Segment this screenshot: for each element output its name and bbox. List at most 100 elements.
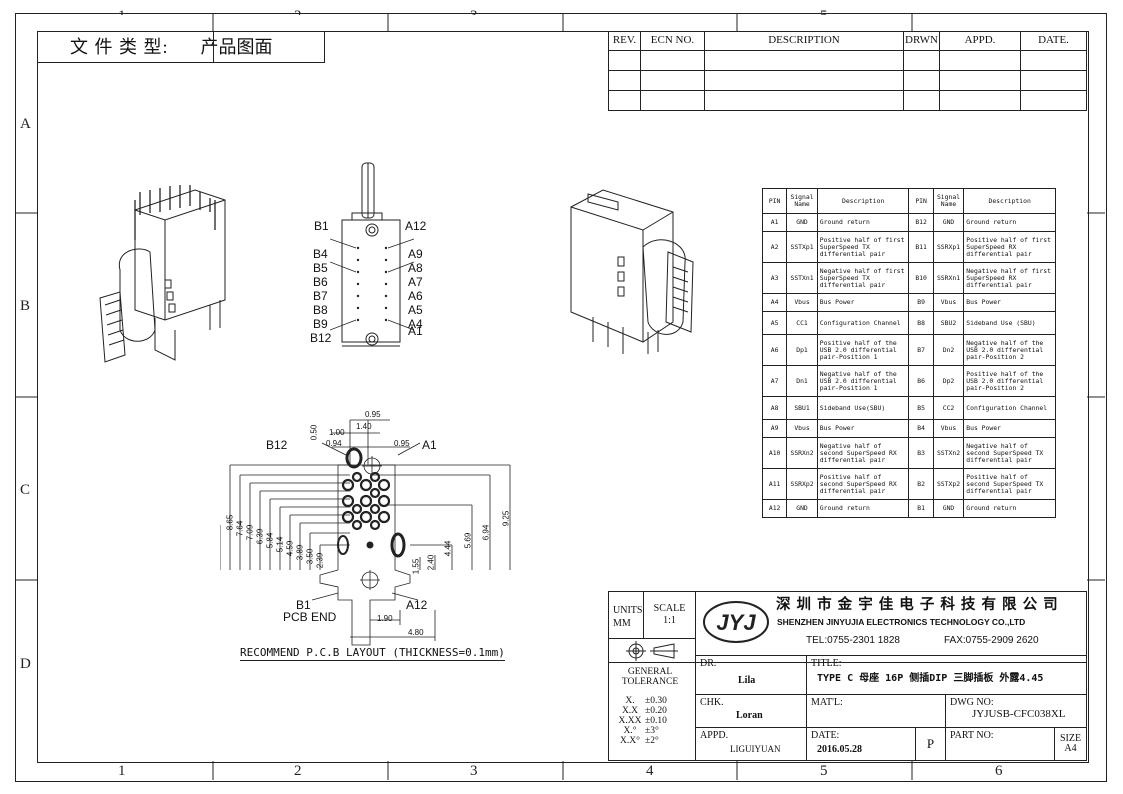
pin-table-cell-desc-b: Sideband Use (SBU) (963, 311, 1056, 335)
pin-table-cell-pin-a: A7 (761, 365, 788, 397)
pin-label-a8: A8 (408, 261, 423, 275)
part-no-label: PART NO: (950, 730, 994, 741)
pin-table-cell-signal-a: SSRXp2 (786, 468, 818, 500)
size-box: SIZE A4 (1054, 727, 1087, 761)
pin-label-a7: A7 (408, 275, 423, 289)
pin-label-b4: B4 (313, 247, 328, 261)
scale-label: SCALE (653, 602, 686, 614)
pin-table-header: PIN Signal Name Description PIN Signal N… (761, 188, 1056, 214)
tolerance-format: X. (625, 695, 635, 706)
tolerance-value: ±0.10 (645, 715, 667, 726)
size-label: SIZE (1059, 732, 1082, 744)
part-no-box: PART NO: (945, 727, 1055, 761)
pcb-layout-caption: RECOMMEND P.C.B LAYOUT (THICKNESS=0.1mm) (240, 646, 505, 661)
pin-label-b6: B6 (313, 275, 328, 289)
pcb-dim-left-7: 3.89 (295, 544, 305, 561)
pin-table-cell-desc-a: Ground return (816, 499, 910, 518)
pin-table-cell-pin-b: B8 (908, 311, 934, 335)
general-tolerance-label: GENERAL TOLERANCE (621, 667, 679, 687)
pin-table-cell-desc-a: Bus Power (816, 293, 910, 312)
pin-table-cell-signal-b: CC2 (932, 396, 965, 420)
scale-value: 1:1 (663, 615, 676, 626)
pin-table-cell-signal-b: SSRXp1 (932, 231, 965, 263)
pin-table-cell-signal-a: Dp1 (786, 334, 818, 366)
scale-box: SCALE 1:1 (643, 591, 696, 639)
pin-table-cell-desc-a: Positive half of the USB 2.0 differentia… (816, 334, 910, 366)
projection-symbol-box (608, 638, 696, 663)
pin-table-cell-signal-a: SSTXp1 (786, 231, 818, 263)
zone-col-3: 3 (470, 763, 478, 779)
pcb-dim-left-1: 7.64 (235, 520, 245, 537)
pcb-label-pcb-end: PCB END (283, 610, 337, 624)
pin-table-cell-pin-b: B12 (908, 213, 934, 232)
company-tel: TEL:0755-2301 1828 (806, 635, 900, 646)
pin-label-a1: A1 (408, 324, 423, 338)
zone-col-top-3: 3 (470, 8, 478, 15)
pin-table-cell-desc-b: Negative half of second SuperSpeed TX di… (963, 437, 1056, 469)
dwg-no-label: DWG NO: (950, 697, 994, 708)
pin-table-cell-signal-b: GND (932, 213, 965, 232)
drawn-by-value: Lila (738, 674, 756, 686)
title-label: TITLE: (811, 658, 842, 669)
zone-col-top-1: 1 (118, 8, 126, 15)
pin-table-cell-desc-a: Sideband Use(SBU) (816, 396, 910, 420)
tolerance-row: X.±0.30 (615, 695, 666, 706)
pin-table-cell-signal-b: Dp2 (932, 365, 965, 397)
pcb-dim-top-0: 0.95 (365, 410, 381, 419)
drawn-by-box: DR. Lila (695, 655, 807, 695)
approved-by-box: APPD. LIGUIYUAN (695, 727, 807, 761)
company-logo-text: JYJ (716, 610, 756, 635)
pin-table-cell-desc-b: Negative half of first SuperSpeed RX dif… (963, 262, 1056, 294)
pcb-dim-right-5: 1.55 (411, 558, 421, 575)
pcb-dim-right-3: 4.44 (443, 540, 453, 557)
pcb-dim-left-5: 5.14 (275, 536, 285, 553)
pin-table-cell-desc-b: Bus Power (963, 419, 1056, 438)
pin-table-cell-signal-b: SBU2 (932, 311, 965, 335)
pin-table-cell-pin-a: A2 (761, 231, 788, 263)
pin-table-cell-desc-b: Positive half of first SuperSpeed RX dif… (963, 231, 1056, 263)
tolerance-value: ±3° (645, 725, 659, 736)
pcb-dim-bottom-0: 1.90 (377, 614, 393, 623)
pin-table-cell-signal-b: Vbus (932, 419, 965, 438)
tolerance-value: ±0.20 (645, 705, 667, 716)
zone-col-1: 1 (118, 763, 126, 779)
tolerance-format: X.X° (620, 735, 640, 746)
zone-row-b: B (20, 298, 31, 314)
units-box: UNITS MM (608, 591, 644, 639)
pin-table-cell-pin-b: B5 (908, 396, 934, 420)
tolerance-row: X.X°±2° (615, 736, 667, 746)
size-value: A4 (1064, 743, 1077, 754)
pin-table-cell-signal-a: SSTXn1 (786, 262, 818, 294)
pin-table-cell-signal-b: SSTXn2 (932, 437, 965, 469)
tolerance-row: X.X±0.20 (615, 706, 667, 716)
pcb-dim-left-9: 2.39 (315, 552, 325, 569)
company-name-cn: 深 圳 市 金 宇 佳 电 子 科 技 有 限 公 司 (776, 597, 1059, 613)
tolerance-format: X.° (623, 725, 637, 736)
company-fax: FAX:0755-2909 2620 (944, 635, 1039, 646)
pin-table-header-desc-b: Description (963, 188, 1056, 214)
zone-col-top-5: 5 (820, 8, 828, 15)
pin-table-cell-pin-b: B6 (908, 365, 934, 397)
pin-table-cell-pin-a: A6 (761, 334, 788, 366)
pin-label-b12: B12 (310, 331, 332, 345)
pin-table-cell-pin-a: A11 (761, 468, 788, 500)
zone-col-2: 2 (294, 763, 302, 779)
drawn-by-label: DR. (700, 658, 717, 669)
pin-label-a9: A9 (408, 247, 423, 261)
pin-table-cell-pin-a: A12 (761, 499, 788, 518)
company-name-en: SHENZHEN JINYUJIA ELECTRONICS TECHNOLOGY… (777, 617, 1026, 627)
company-box: JYJ 深 圳 市 金 宇 佳 电 子 科 技 有 限 公 司 SHENZHEN… (695, 591, 1087, 663)
zone-row-c: C (20, 482, 31, 498)
pcb-dim-left-2: 7.09 (245, 524, 255, 541)
pin-diagram-outline (330, 162, 415, 347)
pcb-dim-left-6: 4.59 (285, 540, 295, 557)
pin-table-cell-signal-b: SSTXp2 (932, 468, 965, 500)
pcb-label-b1: B1 (296, 598, 311, 612)
tolerance-row: X.XX±0.10 (615, 716, 667, 726)
company-logo-icon: JYJ (703, 601, 769, 643)
pin-definition-table: PIN Signal Name Description PIN Signal N… (761, 188, 1056, 518)
rev-header-description: DESCRIPTION (704, 31, 904, 51)
pin-table-cell-pin-a: A8 (761, 396, 788, 420)
zone-row-d: D (20, 656, 31, 672)
